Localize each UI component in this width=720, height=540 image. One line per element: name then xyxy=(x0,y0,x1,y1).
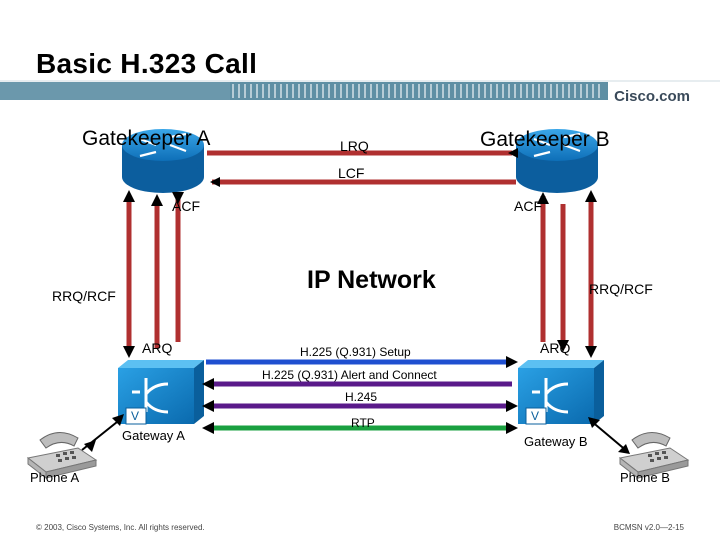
rrq-left-head-bottom xyxy=(123,346,135,358)
phone-b-icon[interactable] xyxy=(618,432,690,480)
slide-title: Basic H.323 Call xyxy=(36,48,258,79)
phone-b-link-head xyxy=(588,417,600,428)
rrq-left-label: RRQ/RCF xyxy=(52,288,116,304)
lrq-label: LRQ xyxy=(340,138,369,154)
acf-left-label: ACF xyxy=(172,198,200,214)
alert-arrowhead xyxy=(202,378,214,390)
phone-b-link xyxy=(589,419,629,453)
phone-a-link-tail xyxy=(84,440,96,452)
arq-right-head xyxy=(537,192,549,204)
footer-code: BCMSN v2.0—2-15 xyxy=(613,523,684,532)
cisco-brand-logo: Cisco.com xyxy=(614,88,690,105)
arq-left-label: ARQ xyxy=(142,340,173,356)
gatekeeper-a-router-icon[interactable] xyxy=(122,129,204,193)
phone-b-link-tail xyxy=(618,444,630,454)
alert-label: H.225 (Q.931) Alert and Connect xyxy=(262,368,437,382)
footer-copyright: © 2003, Cisco Systems, Inc. All rights r… xyxy=(36,523,205,532)
arq-left-head xyxy=(172,192,184,204)
acf-right-head xyxy=(557,340,569,352)
rrq-right-head-top xyxy=(585,190,597,202)
phone-a-link-head xyxy=(112,414,124,426)
gateway-b-icon[interactable] xyxy=(518,360,604,425)
rtp-arrowhead-left xyxy=(202,422,214,434)
h245-arrowhead-left xyxy=(202,400,214,412)
acf-right-label: ACF xyxy=(514,198,542,214)
h245-label: H.245 xyxy=(345,390,378,404)
h245-arrowhead-right xyxy=(506,400,518,412)
gatekeeper-b-router-icon[interactable] xyxy=(516,129,598,193)
arq-right-label: ARQ xyxy=(540,340,571,356)
setup-arrowhead xyxy=(506,356,518,368)
rtp-label: RTP xyxy=(351,416,375,430)
phone-a-label: Phone A xyxy=(30,470,80,485)
gateway-a-icon[interactable] xyxy=(118,360,204,425)
rrq-left-head-top xyxy=(123,190,135,202)
header-banner xyxy=(0,80,720,100)
gateway-b-label: Gateway B xyxy=(524,434,588,449)
gatekeeper-a-label: Gatekeeper A xyxy=(82,127,211,150)
lcf-label: LCF xyxy=(338,165,365,181)
phone-b-label: Phone B xyxy=(620,470,670,485)
rtp-arrowhead-right xyxy=(506,422,518,434)
phone-a-icon[interactable] xyxy=(26,432,98,480)
setup-label: H.225 (Q.931) Setup xyxy=(300,345,411,359)
gateway-a-label: Gateway A xyxy=(122,428,185,443)
gatekeeper-b-label: Gatekeeper B xyxy=(480,128,610,151)
rrq-right-label: RRQ/RCF xyxy=(589,281,653,297)
gateway-b-badge: V xyxy=(531,409,540,423)
gateway-a-badge: V xyxy=(131,409,140,423)
rrq-right-head-bottom xyxy=(585,346,597,358)
acf-left-head xyxy=(151,194,163,206)
ip-network-label: IP Network xyxy=(307,266,436,294)
